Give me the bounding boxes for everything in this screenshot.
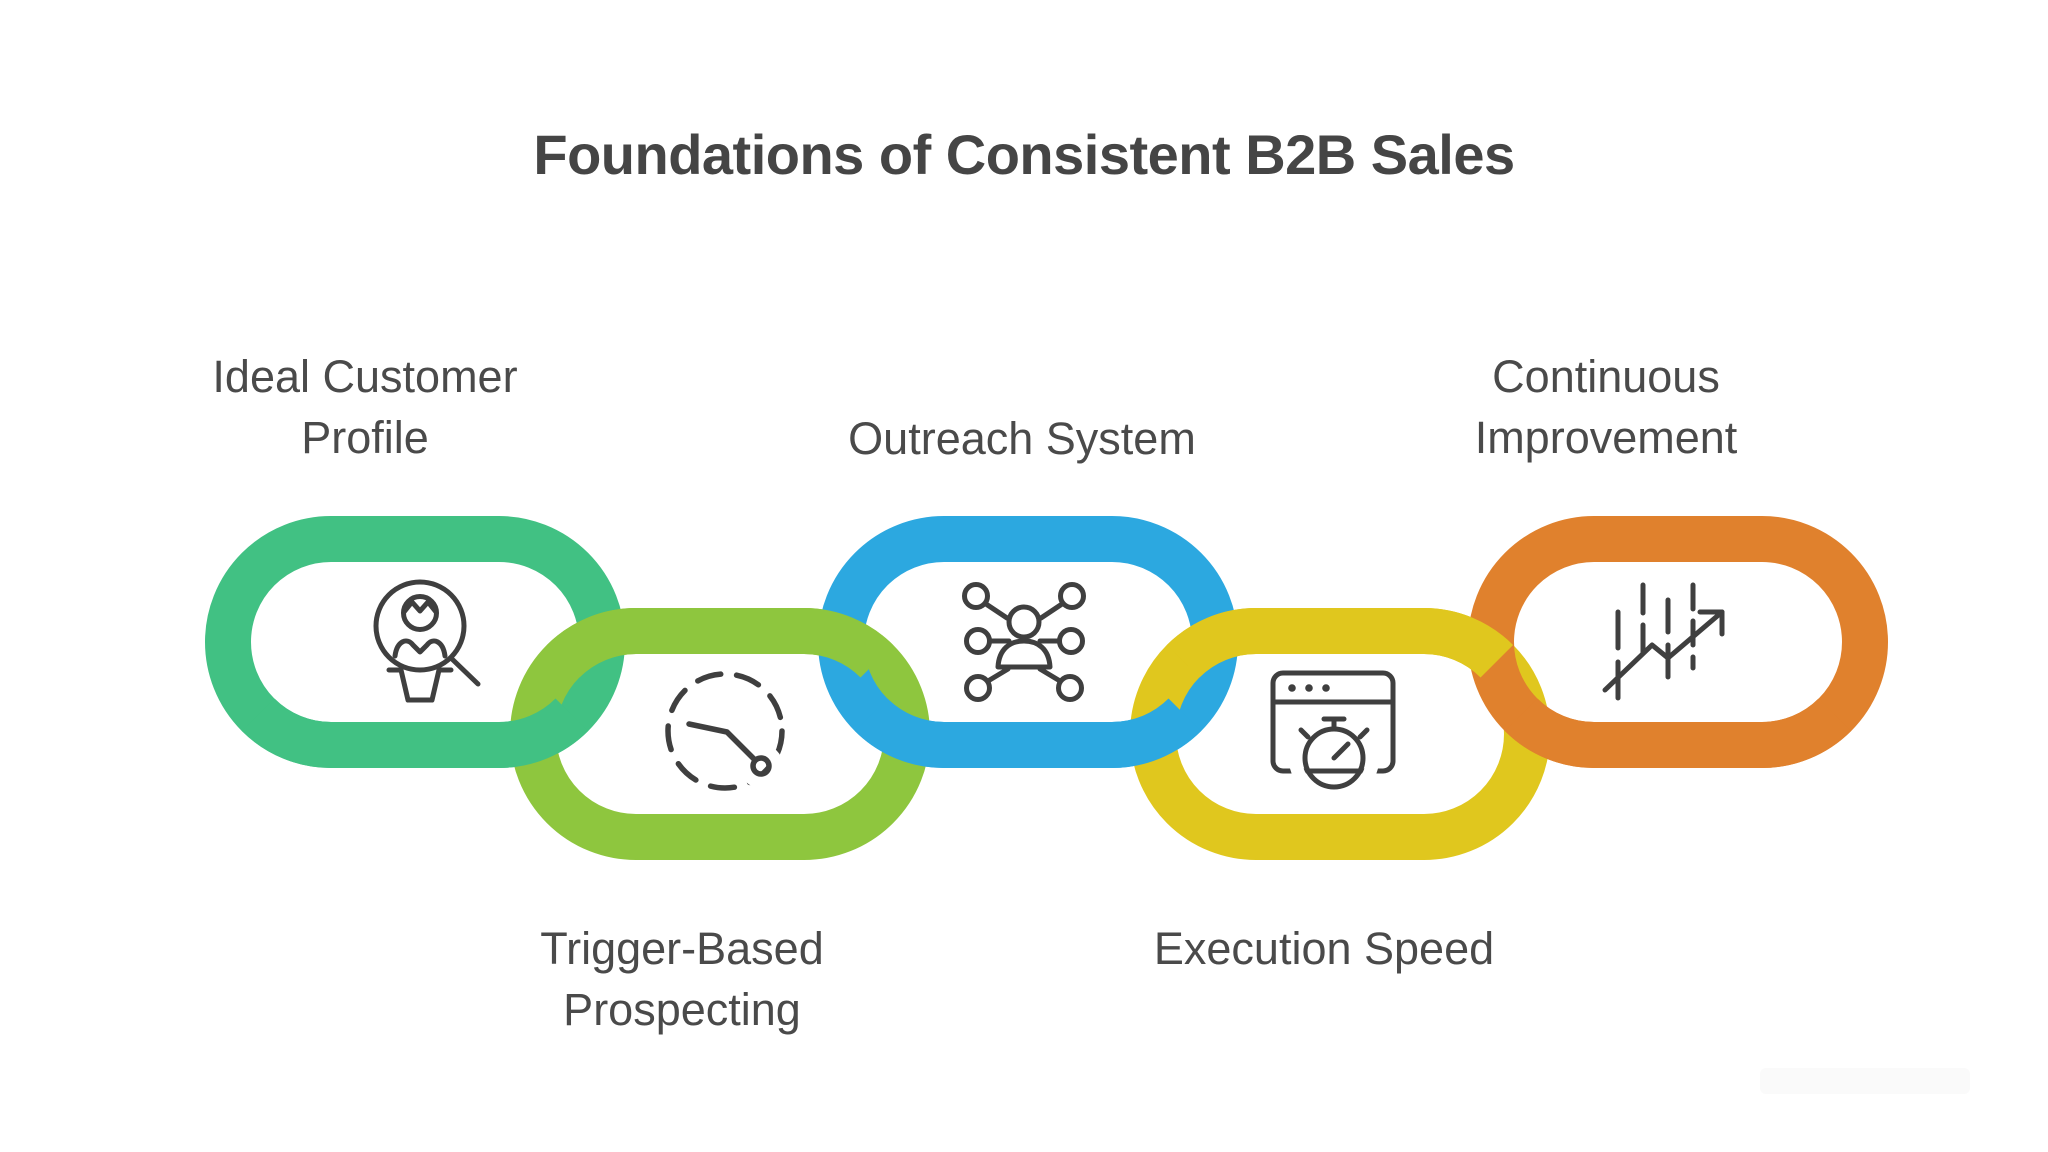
- label-line: Ideal Customer: [212, 351, 518, 402]
- chain-link-continuous-improvement-overlap: [1504, 697, 1852, 768]
- label-line: Outreach System: [848, 413, 1196, 464]
- network-person-icon: [962, 582, 1086, 702]
- label-line: Trigger-Based: [540, 923, 824, 974]
- label-ideal-customer-profile: Ideal Customer Profile: [212, 346, 517, 468]
- label-execution-speed: Execution Speed: [1154, 918, 1494, 979]
- chain-link-outreach-system-overlap: [854, 697, 1202, 768]
- watermark: [1760, 1068, 1970, 1094]
- label-trigger-based-prospecting: Trigger-Based Prospecting: [540, 918, 823, 1040]
- label-line: Improvement: [1474, 412, 1738, 463]
- label-outreach-system: Outreach System: [848, 408, 1196, 469]
- label-line: Continuous: [1492, 351, 1720, 402]
- growth-chart-icon: [1602, 582, 1725, 703]
- person-search-icon: [373, 579, 481, 703]
- chain-link-trigger-based-prospecting-overlap: [546, 608, 894, 679]
- page-title: Foundations of Consistent B2B Sales: [533, 123, 1515, 186]
- label-line: Prospecting: [563, 984, 801, 1035]
- label-line: Execution Speed: [1153, 923, 1495, 974]
- label-continuous-improvement: Continuous Improvement: [1475, 346, 1738, 468]
- chain-link-execution-speed-overlap: [1166, 608, 1514, 679]
- dashed-clock-icon: [665, 671, 785, 791]
- label-line: Profile: [301, 412, 429, 463]
- chain-link-ideal-customer-profile-overlap: [241, 697, 589, 768]
- browser-stopwatch-icon: [1270, 670, 1396, 803]
